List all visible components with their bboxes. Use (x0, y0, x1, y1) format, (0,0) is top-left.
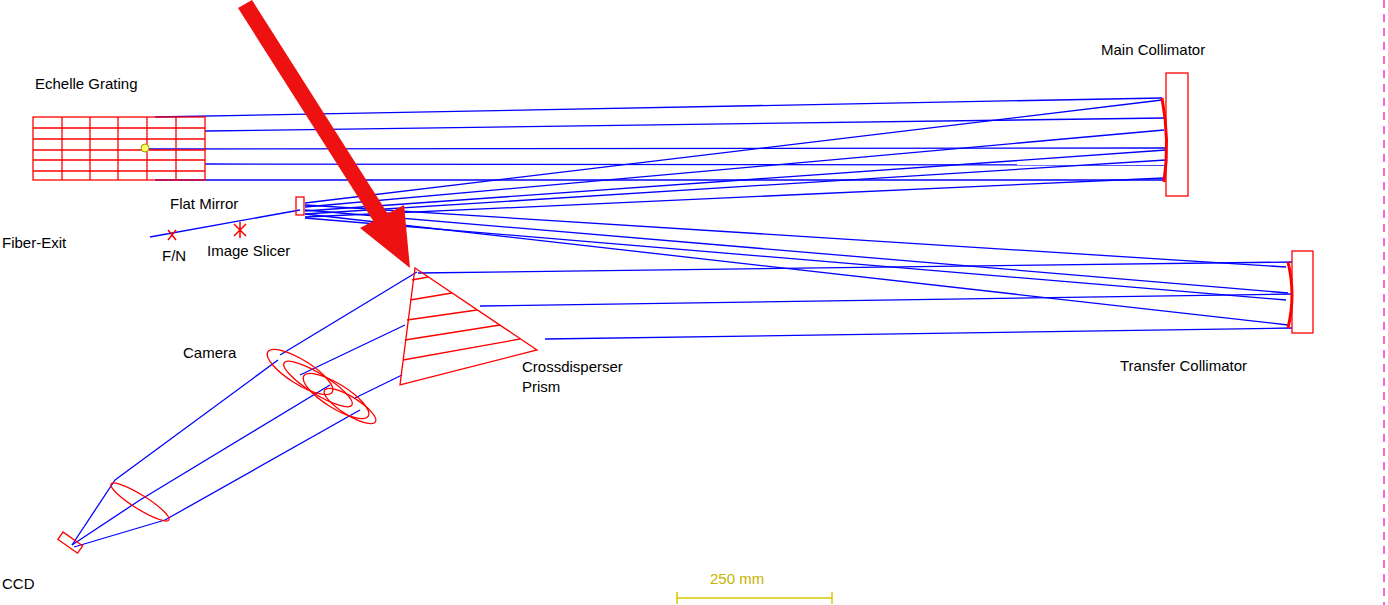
fiber-exit-optics (168, 222, 246, 240)
part-name: Fiber-Exit (2, 233, 66, 253)
part-name: Main Collimator (1101, 40, 1205, 60)
flat-mirror (296, 197, 304, 215)
dimension-label: 250 mm (710, 569, 764, 589)
part-name: Crossdisperser Prism (522, 357, 640, 397)
transfer-collimator (1288, 251, 1313, 333)
frame-border (1384, 0, 1385, 605)
light-rays (72, 98, 1292, 547)
camera-lens (261, 342, 380, 430)
part-name: Image Slicer (207, 241, 290, 261)
part-name: F/N (162, 246, 186, 266)
pointer-arrow (238, 0, 410, 268)
ccd-detector (58, 532, 83, 553)
part-name: Echelle Grating (35, 74, 138, 94)
crossdisperser-prism (400, 268, 537, 385)
part-name: CCD (2, 574, 35, 594)
echelle-grating (33, 117, 205, 180)
grating-center (141, 144, 149, 152)
field-lens (107, 478, 172, 526)
part-name: Flat Mirror (170, 194, 238, 214)
scale-bar (677, 592, 832, 604)
part-name: Camera (183, 343, 236, 363)
main-collimator (1162, 73, 1188, 196)
part-name: Transfer Collimator (1120, 356, 1247, 376)
